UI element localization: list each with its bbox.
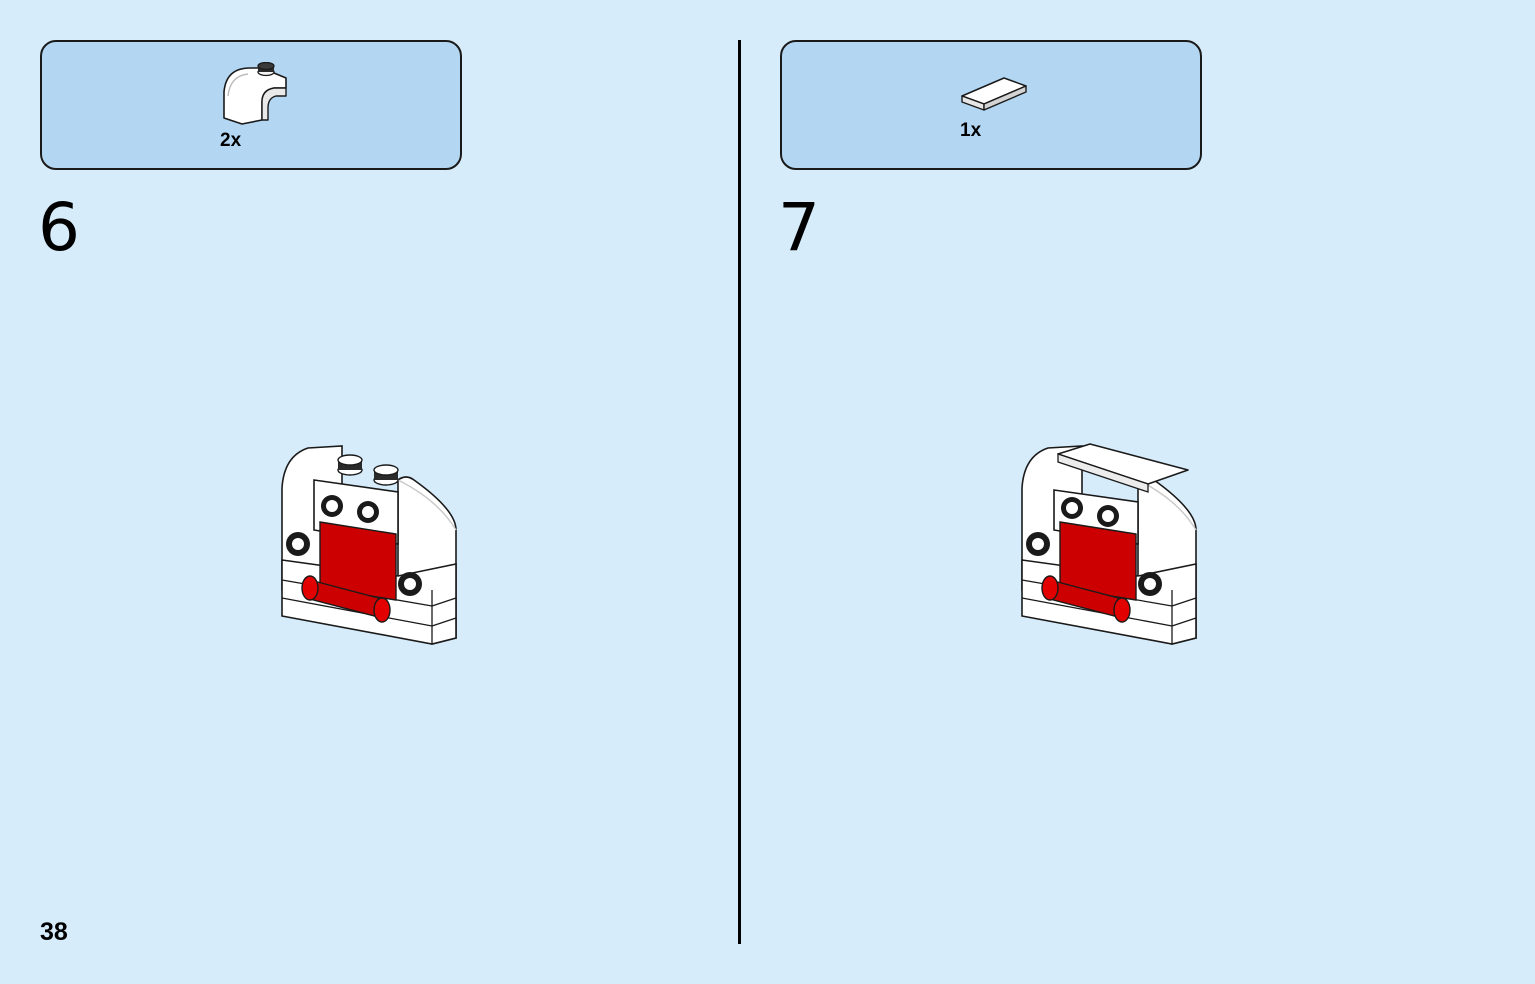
step-divider xyxy=(738,40,741,944)
assembly-step-7-icon xyxy=(1021,443,1197,645)
part-quantity: 1x xyxy=(960,120,982,141)
curved-slope-brick-icon xyxy=(223,62,287,125)
parts-callout-step-7: 1x xyxy=(780,40,1202,170)
step-number: 7 xyxy=(778,189,820,266)
step-number: 6 xyxy=(38,189,80,266)
flat-tile-icon xyxy=(961,77,1027,111)
parts-callout-step-6: 2x xyxy=(40,40,462,170)
part-quantity: 2x xyxy=(220,130,242,151)
page-number: 38 xyxy=(40,918,68,946)
assembly-step-6-icon xyxy=(281,445,457,645)
